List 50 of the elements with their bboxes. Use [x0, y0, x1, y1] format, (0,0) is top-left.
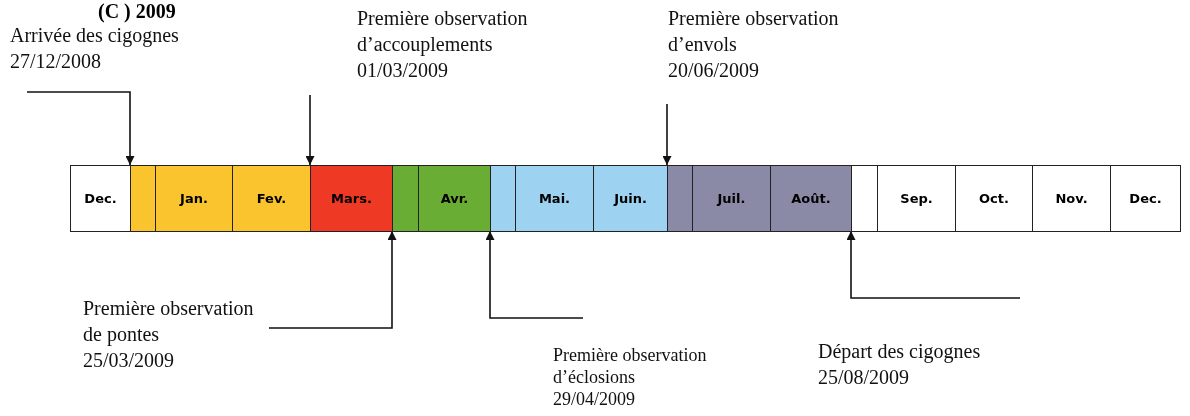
month-cell — [1032, 165, 1111, 232]
arrow — [485, 230, 584, 319]
month-label: Août. — [791, 191, 831, 206]
month-label: Dec. — [84, 191, 117, 206]
arrow — [662, 103, 672, 166]
event-date: 27/12/2008 — [10, 49, 103, 74]
arrow — [268, 230, 397, 329]
month-cell — [593, 165, 668, 232]
month-label: Avr. — [440, 191, 469, 206]
event-label: Première observation d’éclosions — [553, 344, 708, 388]
month-label: Sep. — [900, 191, 933, 206]
month-label: Mai. — [538, 191, 571, 206]
event-date: 25/03/2009 — [83, 348, 176, 373]
period-cell — [392, 165, 419, 232]
month-cell — [692, 165, 771, 232]
event-label: Première observation de pontes — [83, 296, 255, 347]
month-cell — [310, 165, 393, 232]
month-cell — [155, 165, 233, 232]
month-cell — [515, 165, 594, 232]
arrow — [26, 91, 135, 166]
period-cell — [667, 165, 693, 232]
arrow — [846, 230, 1021, 299]
event-label: Première observation d’accouplements — [357, 6, 529, 57]
month-cell — [955, 165, 1033, 232]
event-label: Première observation d’envols — [668, 6, 840, 57]
period-cell — [851, 165, 878, 232]
month-label: Fev. — [256, 191, 287, 206]
month-label: Nov. — [1055, 191, 1088, 206]
event-date: 25/08/2009 — [818, 365, 911, 390]
period-cell — [130, 165, 156, 232]
month-cell — [232, 165, 311, 232]
event-label: Arrivée des cigognes — [10, 23, 180, 48]
title: (C ) 2009 — [98, 0, 176, 23]
month-label: Jan. — [180, 191, 208, 206]
month-cell — [70, 165, 131, 232]
period-cell — [490, 165, 516, 232]
month-cell — [1110, 165, 1181, 232]
month-label: Juil. — [717, 191, 746, 206]
month-label: Mars. — [331, 191, 372, 206]
arrow — [305, 94, 315, 166]
event-date: 01/03/2009 — [357, 58, 450, 83]
month-label: Juin. — [614, 191, 647, 206]
month-cell — [770, 165, 852, 232]
event-date: 29/04/2009 — [553, 388, 636, 410]
event-date: 20/06/2009 — [668, 58, 761, 83]
month-label: Oct. — [979, 191, 1009, 206]
month-cell — [877, 165, 956, 232]
event-label: Départ des cigognes — [818, 339, 982, 364]
month-label: Dec. — [1129, 191, 1162, 206]
month-cell — [418, 165, 491, 232]
